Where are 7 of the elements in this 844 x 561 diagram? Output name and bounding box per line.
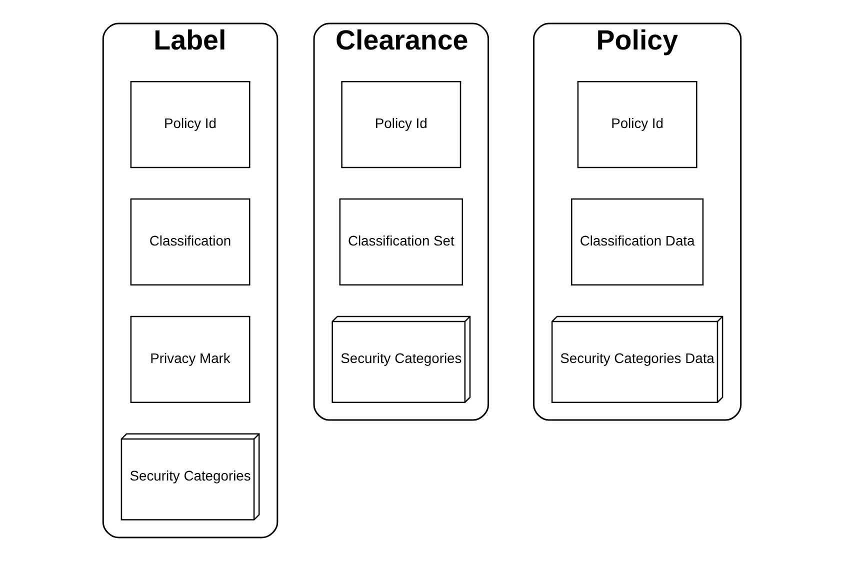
- node-box: Privacy Mark: [130, 316, 250, 403]
- node-box: Policy Id: [130, 80, 250, 168]
- node-box: Policy Id: [577, 80, 698, 168]
- node-box: Classification: [130, 198, 250, 286]
- node-box: Classification Data: [571, 198, 704, 286]
- node-box: Policy Id: [341, 80, 462, 168]
- node-box: Classification Set: [339, 198, 464, 286]
